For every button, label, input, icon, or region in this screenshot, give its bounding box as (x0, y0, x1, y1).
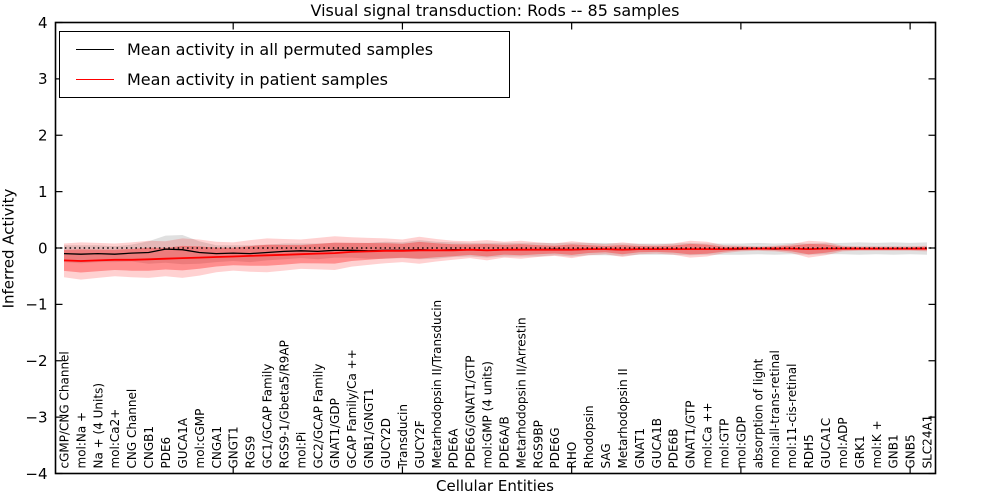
y-axis-label: Inferred Activity (0, 188, 18, 309)
y-tick-label: −3 (25, 408, 47, 426)
x-entity-label: GNAT1/GDP (328, 398, 342, 468)
x-entity-label: GNB1 (887, 434, 901, 468)
x-entity-label: GUCA1A (176, 417, 190, 468)
x-entity-label: Metarhodopsin II/Transducin (430, 300, 444, 469)
y-tick-label: 0 (38, 239, 48, 257)
legend-line-sample-permuted (76, 49, 114, 51)
x-entity-label: PDE6G (548, 428, 562, 469)
x-entity-label: mol:Na + (74, 412, 88, 469)
x-entity-label: GNGT1 (227, 426, 241, 468)
x-entity-label: CNGB1 (142, 426, 156, 469)
y-tick-label: 2 (38, 127, 48, 145)
x-axis-label: Cellular Entities (436, 477, 554, 495)
x-entity-label: PDE6 (159, 437, 173, 469)
x-entity-label: mol:ADP (836, 417, 850, 468)
y-tick-label: −4 (25, 465, 47, 483)
chart-title: Visual signal transduction: Rods -- 85 s… (310, 1, 680, 20)
y-tick-label: −1 (25, 296, 47, 314)
legend-item-permuted: Mean activity in all permuted samples (60, 40, 509, 59)
x-entity-label: PDE6A (447, 428, 461, 469)
x-entity-label: mol:GTP (718, 419, 732, 469)
x-entity-label: PDE6G/GNAT1/GTP (464, 355, 478, 468)
mean-line-patient (63, 247, 927, 262)
x-entity-label: GUCA1B (650, 418, 664, 469)
x-entity-label: GNAT1/GTP (684, 401, 698, 469)
x-entity-label: GUCY2D (379, 418, 393, 468)
x-entity-label: RGS9BP (531, 420, 545, 468)
legend-item-patient: Mean activity in patient samples (60, 70, 509, 89)
x-entity-label: Metarhodopsin II (616, 368, 630, 468)
x-entity-label: absorption of light (751, 358, 765, 468)
y-tick-label: 4 (38, 14, 48, 32)
x-entity-label: Metarhodopsin II/Arrestin (514, 317, 528, 468)
legend-label-permuted: Mean activity in all permuted samples (127, 40, 434, 60)
x-entity-label: mol:11-cis-retinal (785, 364, 799, 469)
x-entity-label: cGMP/CNG Channel (58, 351, 72, 468)
x-entity-label: SAG (599, 443, 613, 468)
legend: Mean activity in all permuted samples Me… (59, 31, 510, 98)
band-patient-std-outer (64, 236, 927, 280)
x-entity-label: GUCA1C (819, 418, 833, 469)
x-entity-label: RGS9-1/Gbeta5/R9AP (278, 340, 292, 468)
x-entity-label: GNB5 (904, 434, 918, 468)
x-entity-label: GNB1/GNGT1 (362, 388, 376, 468)
x-entity-label: CNGA1 (210, 426, 224, 469)
x-entity-label: PDE6B (667, 429, 681, 469)
x-entity-label: Transducin (396, 404, 410, 469)
x-entity-label: PDE6A/B (498, 416, 512, 468)
x-entity-label: mol:GDP (734, 416, 748, 468)
x-entity-label: mol:cGMP (193, 409, 207, 469)
legend-line-sample-patient (76, 78, 114, 80)
x-entity-label: GRK1 (853, 435, 867, 468)
x-entity-label: GC2/GCAP Family (311, 364, 325, 469)
x-entity-label: Rhodopsin (582, 405, 596, 468)
x-entity-label: mol:Ca ++ (701, 402, 715, 468)
legend-label-patient: Mean activity in patient samples (127, 69, 388, 89)
y-tick-label: −2 (25, 352, 47, 370)
y-tick-label: 1 (38, 183, 48, 201)
x-entity-label: mol:GMP (4 units) (481, 361, 495, 468)
x-entity-label: mol:Pi (294, 432, 308, 469)
x-entity-label: SLC24A1 (921, 415, 935, 469)
x-entity-label: GC1/GCAP Family (261, 364, 275, 469)
x-entity-label: mol:Ca2+ (108, 409, 122, 469)
x-entity-label: GNAT1 (633, 428, 647, 469)
x-entity-label: mol:K + (870, 420, 884, 468)
x-entity-label: RHO (565, 442, 579, 469)
y-tick-label: 3 (38, 70, 48, 88)
x-entity-label: GUCY2F (413, 420, 427, 468)
x-entity-label: RDH5 (802, 434, 816, 468)
x-entity-label: CNG Channel (125, 389, 139, 469)
x-entity-label: mol:all-trans-retinal (768, 350, 782, 468)
x-entity-label: Na + (4 Units) (91, 383, 105, 469)
x-entity-label: GCAP Family/Ca ++ (345, 349, 359, 468)
x-entity-label: RGS9 (244, 436, 258, 469)
